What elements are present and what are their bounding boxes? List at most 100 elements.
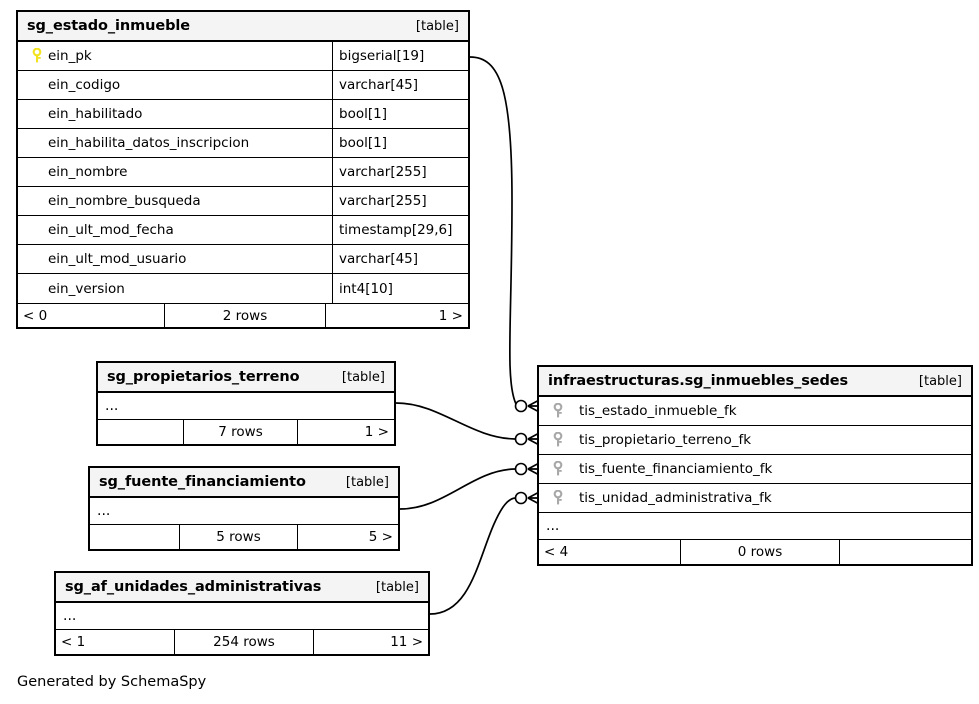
column-name-cell: tis_propietario_terreno_fk	[539, 432, 971, 448]
column-name-cell: tis_estado_inmueble_fk	[539, 403, 971, 419]
column-name: ein_habilitado	[48, 106, 143, 122]
footer-next-count[interactable]: 5 >	[368, 529, 393, 545]
column-name-cell: ein_codigo	[18, 77, 332, 93]
edge-fuente-financiamiento	[399, 460, 544, 510]
column-type: bigserial[19]	[332, 42, 468, 70]
column-type: varchar[255]	[332, 158, 468, 186]
column-type: varchar[45]	[332, 245, 468, 273]
column-type: int4[10]	[332, 274, 468, 303]
footer-prev-count[interactable]	[90, 525, 179, 549]
column-name-cell: ein_nombre_busqueda	[18, 193, 332, 209]
footer-next-count[interactable]: 1 >	[364, 424, 389, 440]
column-name: tis_fuente_financiamiento_fk	[579, 461, 773, 477]
column-type: bool[1]	[332, 100, 468, 128]
table-header: infraestructuras.sg_inmuebles_sedes [tab…	[539, 367, 971, 397]
columns-collapsed-indicator: ...	[98, 393, 394, 420]
table-row[interactable]: tis_unidad_administrativa_fk	[539, 484, 971, 513]
footer-prev-count[interactable]: < 0	[23, 307, 48, 324]
table-title: infraestructuras.sg_inmuebles_sedes	[548, 373, 849, 389]
foreign-key-icon	[547, 403, 569, 419]
column-name: ein_nombre	[48, 164, 128, 180]
footer-prev-count[interactable]: < 1	[61, 634, 86, 650]
column-name: ein_ult_mod_fecha	[48, 222, 174, 238]
columns-collapsed-indicator: ...	[56, 603, 428, 630]
primary-key-icon	[26, 48, 48, 64]
footer-next-count[interactable]	[840, 540, 971, 564]
column-name-cell: tis_fuente_financiamiento_fk	[539, 461, 971, 477]
column-name-cell: ein_version	[18, 281, 332, 297]
table-sg-estado-inmueble[interactable]: sg_estado_inmueble [table] ein_pk bigser…	[16, 10, 470, 329]
edge-unidades-administrativas	[429, 489, 544, 615]
column-name-cell: ein_habilita_datos_inscripcion	[18, 135, 332, 151]
table-type-tag: [table]	[918, 373, 962, 389]
column-name: ein_version	[48, 280, 125, 297]
column-name-cell: ein_nombre	[18, 164, 332, 180]
table-type-tag: [table]	[341, 369, 385, 385]
table-row[interactable]: ein_ult_mod_fecha timestamp[29,6]	[18, 216, 468, 245]
column-name-cell: ein_habilitado	[18, 106, 332, 122]
foreign-key-icon	[547, 432, 569, 448]
table-footer: < 4 0 rows	[539, 540, 971, 564]
table-footer: 5 rows 5 >	[90, 525, 398, 549]
column-name: ein_habilita_datos_inscripcion	[48, 135, 250, 151]
table-row[interactable]: ein_nombre_busqueda varchar[255]	[18, 187, 468, 216]
column-name: ein_nombre_busqueda	[48, 193, 201, 209]
table-footer: < 0 2 rows 1 >	[18, 303, 468, 327]
column-type: bool[1]	[332, 129, 468, 157]
table-header: sg_af_unidades_administrativas [table]	[56, 573, 428, 603]
table-type-tag: [table]	[415, 18, 459, 34]
table-sg-af-unidades-administrativas[interactable]: sg_af_unidades_administrativas [table] .…	[54, 571, 430, 656]
footer-prev-count[interactable]: < 4	[544, 544, 569, 560]
table-header: sg_estado_inmueble [table]	[18, 12, 468, 42]
column-name-cell: ein_ult_mod_usuario	[18, 251, 332, 267]
table-row[interactable]: ein_codigo varchar[45]	[18, 71, 468, 100]
column-name-cell: ein_pk	[18, 48, 332, 64]
column-name: ein_codigo	[48, 77, 121, 93]
column-name-cell: tis_unidad_administrativa_fk	[539, 490, 971, 506]
table-title: sg_af_unidades_administrativas	[65, 579, 322, 595]
column-type: timestamp[29,6]	[332, 216, 468, 244]
column-name: tis_unidad_administrativa_fk	[579, 490, 772, 506]
footer-next-count[interactable]: 11 >	[390, 634, 423, 650]
table-infraestructuras-sg-inmuebles-sedes[interactable]: infraestructuras.sg_inmuebles_sedes [tab…	[537, 365, 973, 566]
table-title: sg_fuente_financiamiento	[99, 474, 306, 490]
table-row[interactable]: ein_nombre varchar[255]	[18, 158, 468, 187]
table-row[interactable]: ein_pk bigserial[19]	[18, 42, 468, 71]
footer-prev-count[interactable]	[98, 420, 183, 444]
column-name: tis_estado_inmueble_fk	[579, 403, 737, 419]
columns-collapsed-indicator: ...	[539, 513, 971, 540]
column-type: varchar[255]	[332, 187, 468, 215]
table-row[interactable]: tis_propietario_terreno_fk	[539, 426, 971, 455]
columns-collapsed-indicator: ...	[90, 498, 398, 525]
table-row[interactable]: ein_ult_mod_usuario varchar[45]	[18, 245, 468, 274]
table-type-tag: [table]	[375, 579, 419, 595]
column-type: varchar[45]	[332, 71, 468, 99]
edge-propietarios-terreno	[395, 402, 544, 448]
table-header: sg_propietarios_terreno [table]	[98, 363, 394, 393]
table-title: sg_estado_inmueble	[27, 18, 190, 34]
footer-row-count: 0 rows	[680, 540, 840, 564]
column-name: ein_pk	[48, 48, 92, 64]
table-row[interactable]: ein_habilitado bool[1]	[18, 100, 468, 129]
column-name: tis_propietario_terreno_fk	[579, 432, 752, 448]
column-name-cell: ein_ult_mod_fecha	[18, 222, 332, 238]
generated-by-caption: Generated by SchemaSpy	[17, 674, 207, 690]
footer-next-count[interactable]: 1 >	[438, 307, 463, 324]
edge-estado-inmueble	[469, 56, 544, 415]
table-type-tag: [table]	[345, 474, 389, 490]
table-sg-propietarios-terreno[interactable]: sg_propietarios_terreno [table] ... 7 ro…	[96, 361, 396, 446]
table-row[interactable]: ein_habilita_datos_inscripcion bool[1]	[18, 129, 468, 158]
table-sg-fuente-financiamiento[interactable]: sg_fuente_financiamiento [table] ... 5 r…	[88, 466, 400, 551]
footer-row-count: 2 rows	[164, 304, 326, 327]
column-name: ein_ult_mod_usuario	[48, 251, 187, 267]
table-title: sg_propietarios_terreno	[107, 369, 300, 385]
foreign-key-icon	[547, 490, 569, 506]
table-row[interactable]: tis_estado_inmueble_fk	[539, 397, 971, 426]
footer-row-count: 7 rows	[183, 420, 298, 444]
table-row[interactable]: ein_version int4[10]	[18, 274, 468, 303]
foreign-key-icon	[547, 461, 569, 477]
footer-row-count: 5 rows	[179, 525, 298, 549]
table-row[interactable]: tis_fuente_financiamiento_fk	[539, 455, 971, 484]
table-footer: < 1 254 rows 11 >	[56, 630, 428, 654]
